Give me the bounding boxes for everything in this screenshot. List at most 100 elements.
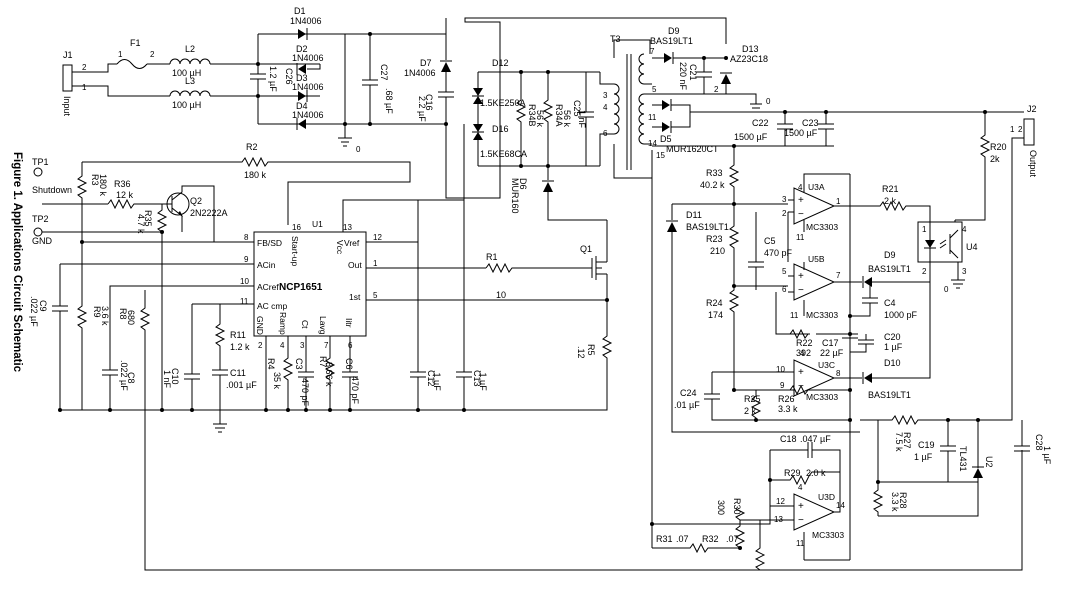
u1-pin2: 2 bbox=[258, 341, 263, 350]
optocoupler-u4: U4 1 2 4 3 0 bbox=[894, 220, 978, 294]
u4-pin3: 3 bbox=[962, 267, 967, 276]
r31-value: .07 bbox=[676, 534, 689, 544]
u5b-plus: + bbox=[798, 271, 804, 282]
u3d-pin11: 11 bbox=[796, 539, 805, 548]
r9-value: 3.6 k bbox=[100, 306, 110, 326]
connector-j1: J1 2 1 Input bbox=[62, 50, 87, 117]
c22-ref: C22 bbox=[752, 118, 769, 128]
t3-pin14: 14 bbox=[648, 139, 657, 148]
c20-ref: C20 bbox=[884, 332, 901, 342]
f1-pin2: 2 bbox=[150, 50, 155, 59]
r27-value: 7.5 k bbox=[894, 432, 904, 452]
resistor-r2: R2 180 k bbox=[82, 142, 411, 180]
u1-ref: U1 bbox=[312, 219, 323, 229]
u1-pin-gnd: GND bbox=[255, 316, 265, 335]
c4-value: 1000 pF bbox=[884, 310, 918, 320]
j1-pin1: 1 bbox=[82, 83, 87, 92]
u1-pin12: 12 bbox=[373, 233, 382, 242]
u4-ref: U4 bbox=[966, 242, 978, 252]
tp2-ref: TP2 bbox=[32, 214, 49, 224]
c24-ref: C24 bbox=[680, 388, 697, 398]
capacitor-c27: C27 .68 µF bbox=[362, 34, 394, 124]
u1-pin-1st: 1st bbox=[349, 292, 361, 302]
c24-value: .01 µF bbox=[674, 400, 700, 410]
j1-label: Input bbox=[62, 96, 72, 117]
d4-value: 1N4006 bbox=[292, 110, 324, 120]
r34b-value: 56 k bbox=[535, 110, 545, 128]
r3-ref: R3 bbox=[90, 174, 100, 186]
q2-ref: Q2 bbox=[190, 196, 202, 206]
u1-pin-out: Out bbox=[348, 260, 362, 270]
tp2-label: GND bbox=[32, 236, 53, 246]
r33-ref: R33 bbox=[706, 168, 723, 178]
u5b-ref: U5B bbox=[808, 254, 825, 264]
c12-ref: C12 bbox=[426, 370, 436, 387]
c11-value: .001 µF bbox=[226, 380, 257, 390]
r28-ref: R28 bbox=[898, 492, 908, 509]
tp1-ref: TP1 bbox=[32, 157, 49, 167]
d5-pin10: 11 bbox=[648, 113, 657, 122]
r20-ref: R20 bbox=[990, 142, 1007, 152]
r11-value: 1.2 k bbox=[230, 342, 250, 352]
r2-ref: R2 bbox=[246, 142, 258, 152]
t3-ref: T3 bbox=[610, 34, 621, 44]
d13-pin2: 2 bbox=[714, 85, 719, 94]
test-points: TP1 Shutdown TP2 GND bbox=[32, 157, 72, 246]
u3c-value: MC3303 bbox=[806, 392, 838, 402]
diode-d5: 11 D5 MUR1620CT bbox=[648, 99, 985, 154]
u3a-pin11: 11 bbox=[796, 233, 805, 242]
u3c-pin10: 10 bbox=[776, 365, 785, 374]
d3-value: 1N4006 bbox=[292, 82, 324, 92]
c26-value: 1.2 µF bbox=[268, 66, 278, 92]
u3d-feedback: C18 .047 µF R29 2.0 k bbox=[769, 434, 841, 506]
u3a-ref: U3A bbox=[808, 182, 825, 192]
c17-ref: C17 bbox=[822, 338, 839, 348]
r4-ref: R4 bbox=[266, 358, 276, 370]
r8-ref: R8 bbox=[118, 308, 128, 320]
r7-value: 8.66 k bbox=[324, 362, 334, 387]
r30-value: 300 bbox=[716, 500, 726, 515]
d6-ref: D6 bbox=[518, 178, 528, 190]
r36-value: 12 k bbox=[116, 190, 134, 200]
u1-pin3: 3 bbox=[300, 341, 305, 350]
u1-pin-acin: ACin bbox=[257, 260, 276, 270]
u3c-ref: U3C bbox=[818, 360, 835, 370]
r29-value: 2.0 k bbox=[806, 468, 826, 478]
u1-pin7: 7 bbox=[324, 341, 329, 350]
d5-ref: D5 bbox=[660, 134, 672, 144]
resistor-r35: R35 4.7 k bbox=[136, 204, 168, 410]
u1-pin-startup: Start-up bbox=[290, 236, 300, 267]
r34a-ref: R34A bbox=[554, 104, 564, 127]
t3-pin15: 15 bbox=[656, 151, 665, 160]
r9-ref: R9 bbox=[92, 306, 102, 318]
c26-ref: C26 bbox=[284, 68, 294, 85]
t3-pin4: 4 bbox=[603, 103, 608, 112]
current-sense-network: C24 .01 µF R25 2 k R26 3.3 k bbox=[674, 372, 850, 421]
u3a-value: MC3303 bbox=[806, 222, 838, 232]
resistor-r20: R20 2k bbox=[955, 110, 1007, 221]
c21-ref: C21 bbox=[688, 64, 698, 81]
u3c-pin9: 9 bbox=[780, 381, 785, 390]
u3c-plus: + bbox=[798, 367, 804, 378]
t3-pin3: 3 bbox=[603, 91, 608, 100]
resistor-r5: R5 .12 bbox=[576, 274, 613, 374]
r26-ref: R26 bbox=[778, 394, 795, 404]
diode-d6: D6 MUR160 bbox=[510, 166, 607, 221]
c16-value: 2.2 µF bbox=[417, 96, 427, 122]
c17-value: 22 µF bbox=[820, 348, 844, 358]
inductor-l3: L3 100 µH bbox=[169, 76, 211, 110]
ground-label-u4: 0 bbox=[944, 285, 949, 294]
r30-ref: R30 bbox=[732, 498, 742, 515]
r23-ref: R23 bbox=[706, 234, 723, 244]
c19-ref: C19 bbox=[918, 440, 935, 450]
u3d-minus: − bbox=[798, 515, 804, 526]
c3-value: 470 pF bbox=[300, 378, 310, 407]
u4-pin1: 1 bbox=[922, 225, 927, 234]
snubber-network: D12 1.5KE250A D16 1.5KE68CA R34B 56 k R3… bbox=[472, 58, 600, 168]
capacitor-c26: C26 1.2 µF bbox=[250, 34, 294, 124]
d12-ref: D12 bbox=[492, 58, 509, 68]
ic-u1: U1 NCP1651 FB/SD ACin ACref AC cmp GND R… bbox=[240, 219, 382, 350]
c21-value: 220 nF bbox=[678, 62, 688, 91]
c3-ref: C3 bbox=[294, 358, 304, 370]
